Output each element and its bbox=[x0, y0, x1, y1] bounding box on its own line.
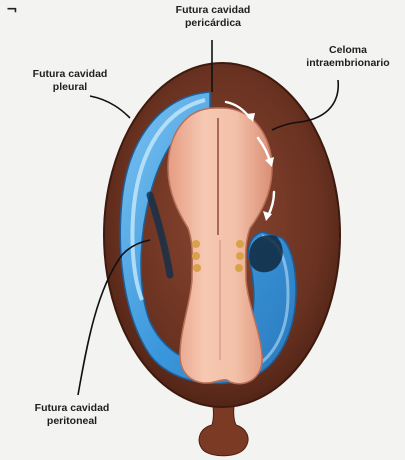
label-celoma-line2: intraembrionario bbox=[298, 57, 398, 70]
label-pleural-line2: pleural bbox=[22, 81, 118, 94]
yolk-stalk bbox=[199, 400, 248, 456]
label-pericardica-line1: Futura cavidad bbox=[165, 4, 261, 17]
label-pleural: Futura cavidad pleural bbox=[22, 68, 118, 94]
label-peritoneal-line2: peritoneal bbox=[24, 415, 120, 428]
label-celoma: Celoma intraembrionario bbox=[298, 44, 398, 70]
label-celoma-line1: Celoma bbox=[298, 44, 398, 57]
label-pleural-line1: Futura cavidad bbox=[22, 68, 118, 81]
label-peritoneal: Futura cavidad peritoneal bbox=[24, 402, 120, 428]
label-pericardica: Futura cavidad pericárdica bbox=[165, 4, 261, 30]
label-pericardica-line2: pericárdica bbox=[165, 17, 261, 30]
label-peritoneal-line1: Futura cavidad bbox=[24, 402, 120, 415]
